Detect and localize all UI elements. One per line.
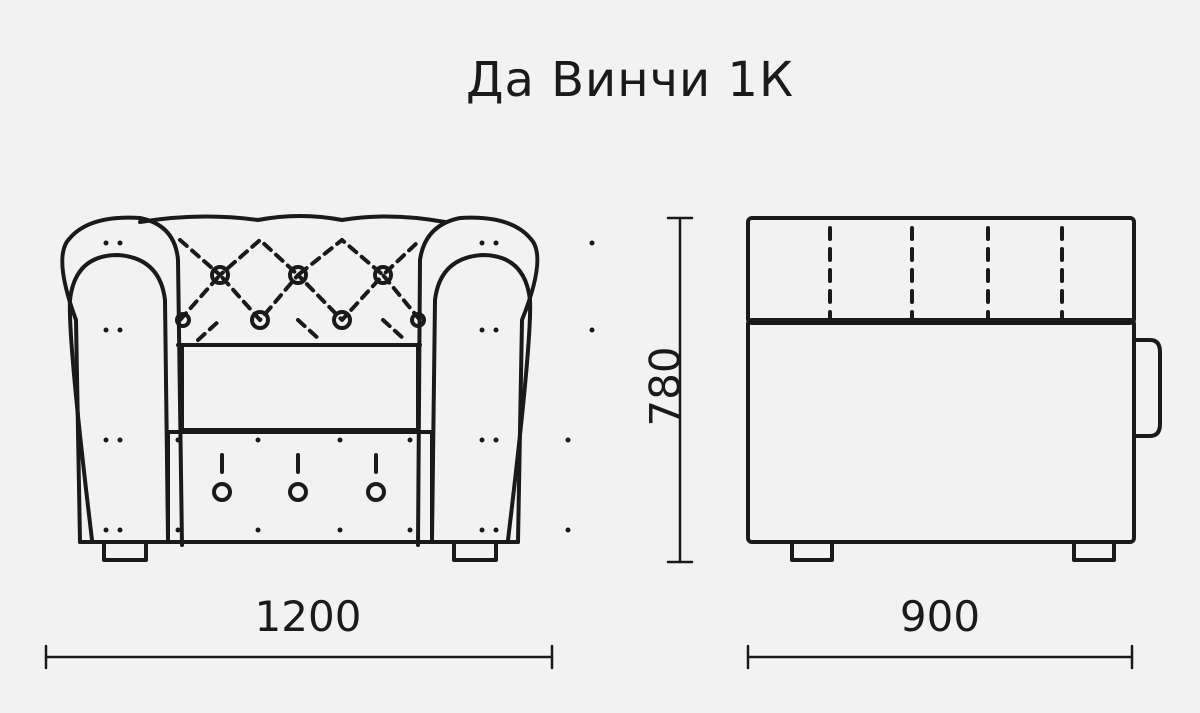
- stitch-dots: [103, 240, 595, 533]
- side-backrest: [746, 216, 1136, 325]
- front-foot-left: [102, 540, 148, 562]
- side-tufting: [828, 226, 1064, 320]
- backrest: [138, 214, 447, 224]
- height-dimension-line: [666, 216, 694, 564]
- height-label: 780: [640, 346, 690, 427]
- product-title: Да Винчи 1К: [465, 52, 795, 108]
- left-arm: [60, 215, 184, 547]
- tufting-pattern: [178, 238, 422, 342]
- side-foot-left: [790, 540, 834, 562]
- tufting-buttons: [175, 265, 426, 330]
- front-base: [166, 430, 434, 544]
- side-foot-right: [1072, 540, 1116, 562]
- right-arm: [416, 215, 540, 547]
- front-view: [60, 214, 540, 562]
- side-view: [746, 216, 1162, 562]
- width-label: 1200: [254, 592, 362, 641]
- depth-label: 900: [899, 592, 981, 641]
- side-arm-bump: [1132, 338, 1162, 438]
- seat-cushion: [180, 343, 420, 432]
- depth-dimension-line: [746, 644, 1134, 670]
- side-body: [746, 318, 1136, 544]
- base-buttons: [212, 453, 386, 502]
- width-dimension-line: [44, 644, 554, 670]
- front-foot-right: [452, 540, 498, 562]
